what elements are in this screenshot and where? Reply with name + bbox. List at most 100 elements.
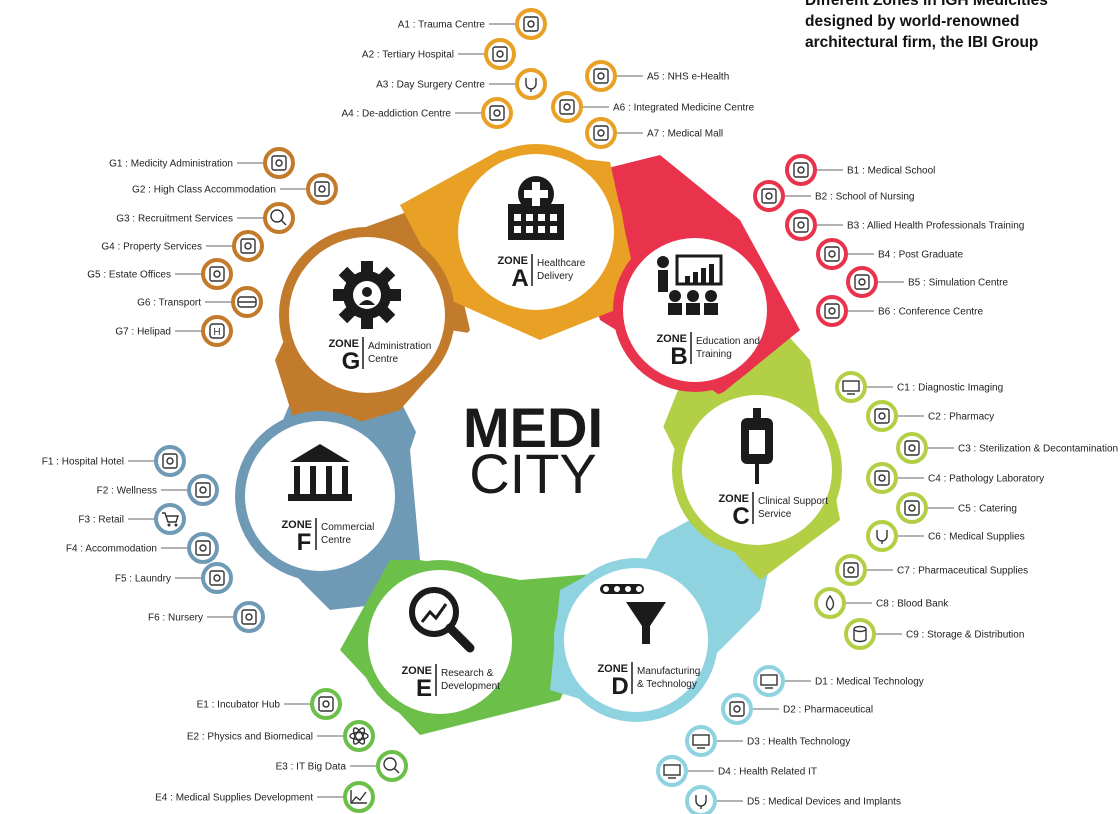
- item-badge: [201, 258, 233, 290]
- search-person-icon: [270, 209, 287, 226]
- people-icon: [271, 155, 287, 171]
- bank-icon: [288, 444, 352, 501]
- device-icon: [593, 68, 609, 84]
- item-badge: [585, 60, 617, 92]
- item-e2: E2 : Physics and Biomedical: [187, 720, 375, 752]
- item-badge: [866, 400, 898, 432]
- zone-f-word: ZONE: [281, 519, 312, 531]
- item-badge: [835, 554, 867, 586]
- stethoscope-icon: [876, 530, 888, 544]
- item-badge: [484, 38, 516, 70]
- item-label: C3 : Sterilization & Decontamination: [958, 444, 1118, 455]
- item-badge: [263, 147, 295, 179]
- center-core: MEDI CITY: [463, 396, 603, 505]
- item-c1: C1 : Diagnostic Imaging: [835, 371, 1003, 403]
- cart-icon: [162, 512, 179, 527]
- item-label: C5 : Catering: [958, 504, 1017, 515]
- zone-c-word: ZONE: [718, 493, 749, 505]
- item-badge: [343, 720, 375, 752]
- item-a6: A6 : Integrated Medicine Centre: [551, 91, 755, 123]
- zone-c-name-line: Service: [758, 509, 792, 520]
- item-badge: [263, 202, 295, 234]
- item-c5: C5 : Catering: [896, 492, 1017, 524]
- item-label: C2 : Pharmacy: [928, 412, 994, 423]
- zone-d-name-line: & Technology: [637, 679, 697, 690]
- item-g7: HG7 : Helipad: [115, 315, 233, 347]
- item-a1: A1 : Trauma Centre: [398, 8, 547, 40]
- item-b1: B1 : Medical School: [785, 154, 935, 186]
- item-g5: G5 : Estate Offices: [87, 258, 233, 290]
- pills-icon: [843, 562, 859, 578]
- leaves-icon: [559, 99, 575, 115]
- hospital-house-icon: [492, 46, 508, 62]
- item-label: G4 : Property Services: [101, 242, 202, 253]
- item-badge: [201, 562, 233, 594]
- item-e1: E1 : Incubator Hub: [197, 688, 342, 720]
- zone-c-name-line: Clinical Support: [758, 496, 828, 507]
- item-badge: [515, 68, 547, 100]
- monitor-icon: [842, 380, 860, 395]
- item-f6: F6 : Nursery: [148, 601, 265, 633]
- item-d5: D5 : Medical Devices and Implants: [685, 785, 901, 814]
- atom-icon: [349, 727, 369, 745]
- speaker-icon: [824, 303, 840, 319]
- item-label: B6 : Conference Centre: [878, 307, 983, 318]
- buildings-icon: [209, 266, 225, 282]
- zone-e-letter: E: [416, 675, 432, 702]
- item-a2: A2 : Tertiary Hospital: [362, 38, 516, 70]
- item-badge: [866, 462, 898, 494]
- item-c7: C7 : Pharmaceutical Supplies: [835, 554, 1028, 586]
- item-label: A5 : NHS e-Health: [647, 72, 729, 83]
- helipad-icon: H: [209, 323, 225, 339]
- item-g4: G4 : Property Services: [101, 230, 264, 262]
- handshake-icon: [240, 238, 256, 254]
- center-title-line1: MEDI: [463, 396, 603, 459]
- item-label: D5 : Medical Devices and Implants: [747, 797, 901, 808]
- gear-icon: [333, 261, 401, 329]
- item-badge: [721, 693, 753, 725]
- item-badge: [306, 173, 338, 205]
- bus-icon: [237, 296, 257, 308]
- item-label: B2 : School of Nursing: [815, 192, 915, 203]
- item-badge: [785, 154, 817, 186]
- item-a3: A3 : Day Surgery Centre: [376, 68, 547, 100]
- zone-d-letter: D: [611, 673, 628, 700]
- item-badge: [343, 781, 375, 813]
- item-badge: [816, 238, 848, 270]
- zone-e-word: ZONE: [401, 665, 432, 677]
- item-label: F5 : Laundry: [115, 574, 171, 585]
- zone-b-letter: B: [670, 343, 687, 370]
- zone-a-name-line: Delivery: [537, 271, 573, 282]
- hotel-icon: [162, 453, 178, 469]
- item-label: B5 : Simulation Centre: [908, 278, 1008, 289]
- item-label: A7 : Medical Mall: [647, 129, 723, 140]
- item-label: D4 : Health Related IT: [718, 767, 817, 778]
- item-badge: [785, 209, 817, 241]
- family-icon: [489, 105, 505, 121]
- item-badge: [896, 432, 928, 464]
- item-d4: D4 : Health Related IT: [656, 755, 817, 787]
- item-b4: B4 : Post Graduate: [816, 238, 963, 270]
- item-g1: G1 : Medicity Administration: [109, 147, 295, 179]
- zone-a-word: ZONE: [497, 255, 528, 267]
- hospital-icon: [508, 176, 564, 240]
- item-badge: [481, 97, 513, 129]
- item-label: B3 : Allied Health Professionals Trainin…: [847, 221, 1024, 232]
- blood-drop-icon: [825, 594, 835, 611]
- head-icon: [523, 16, 539, 32]
- caption-line-2: designed by world-renowned: [805, 13, 1020, 30]
- item-label: A3 : Day Surgery Centre: [376, 80, 485, 91]
- zone-b-name-line: Training: [696, 349, 732, 360]
- item-label: C8 : Blood Bank: [876, 599, 949, 610]
- conveyor-funnel-icon: [600, 584, 666, 644]
- item-badge: [585, 117, 617, 149]
- magnifier-chart-icon: [409, 587, 475, 653]
- item-f5: F5 : Laundry: [115, 562, 233, 594]
- item-badge: [310, 688, 342, 720]
- zone-c-letter: C: [732, 503, 749, 530]
- mall-icon: [593, 125, 609, 141]
